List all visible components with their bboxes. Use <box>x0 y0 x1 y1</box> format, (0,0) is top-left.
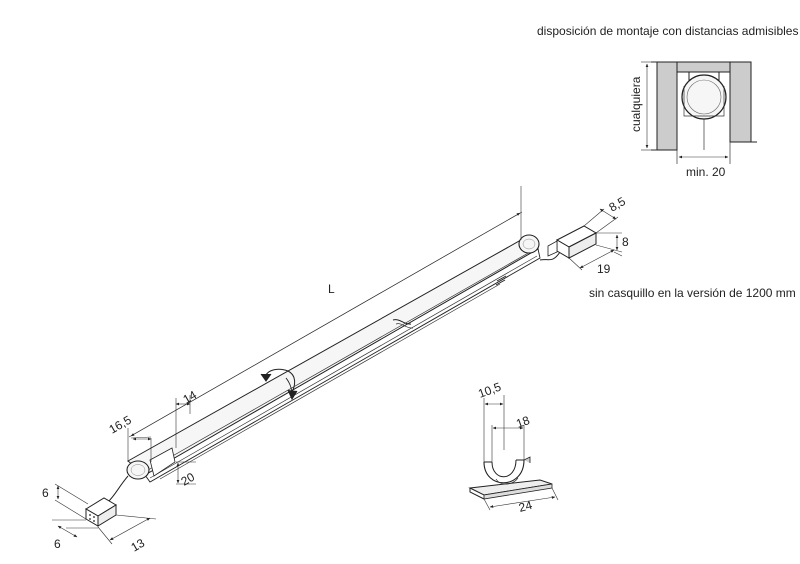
connector-left-width-label: 6 <box>54 537 61 551</box>
connector-right-height-label: 8 <box>622 235 629 249</box>
connector-right-length-label: 19 <box>597 262 611 276</box>
clip-base-label: 24 <box>517 498 534 515</box>
mounting-clip: 10,5 18 24 <box>468 380 559 515</box>
mounting-detail: disposición de montaje con distancias ad… <box>537 24 798 179</box>
right-connector: 8,5 8 19 <box>539 194 629 276</box>
profile-width-label: 14 <box>181 388 200 407</box>
right-end-cap <box>518 234 540 254</box>
connector-left-height-label: 6 <box>42 486 49 500</box>
connector-left-length-label: 13 <box>129 536 148 555</box>
left-connector: 6 6 13 <box>42 475 157 555</box>
mounting-profile <box>676 71 731 164</box>
profile-height-label: 20 <box>179 470 198 489</box>
min-gap-label: min. 20 <box>686 165 726 179</box>
cabinet-section <box>651 61 757 151</box>
connector-right-depth-label: 8,5 <box>607 194 629 215</box>
height-dimension: cualquiera <box>629 61 657 151</box>
gap-dimension: min. 20 <box>678 155 729 179</box>
any-height-label: cualquiera <box>629 76 643 132</box>
length-label: L <box>328 282 335 296</box>
left-end-cap <box>126 447 176 480</box>
mounting-title: disposición de montaje con distancias ad… <box>537 24 798 38</box>
clip-outer-label: 18 <box>514 413 532 431</box>
led-tube <box>126 234 541 483</box>
end-offset-label: 16,5 <box>107 413 135 437</box>
no-cap-note: sin casquillo en la versión de 1200 mm <box>589 286 796 300</box>
length-dimension: L <box>127 186 523 462</box>
clip-inner-label: 10,5 <box>476 380 503 401</box>
